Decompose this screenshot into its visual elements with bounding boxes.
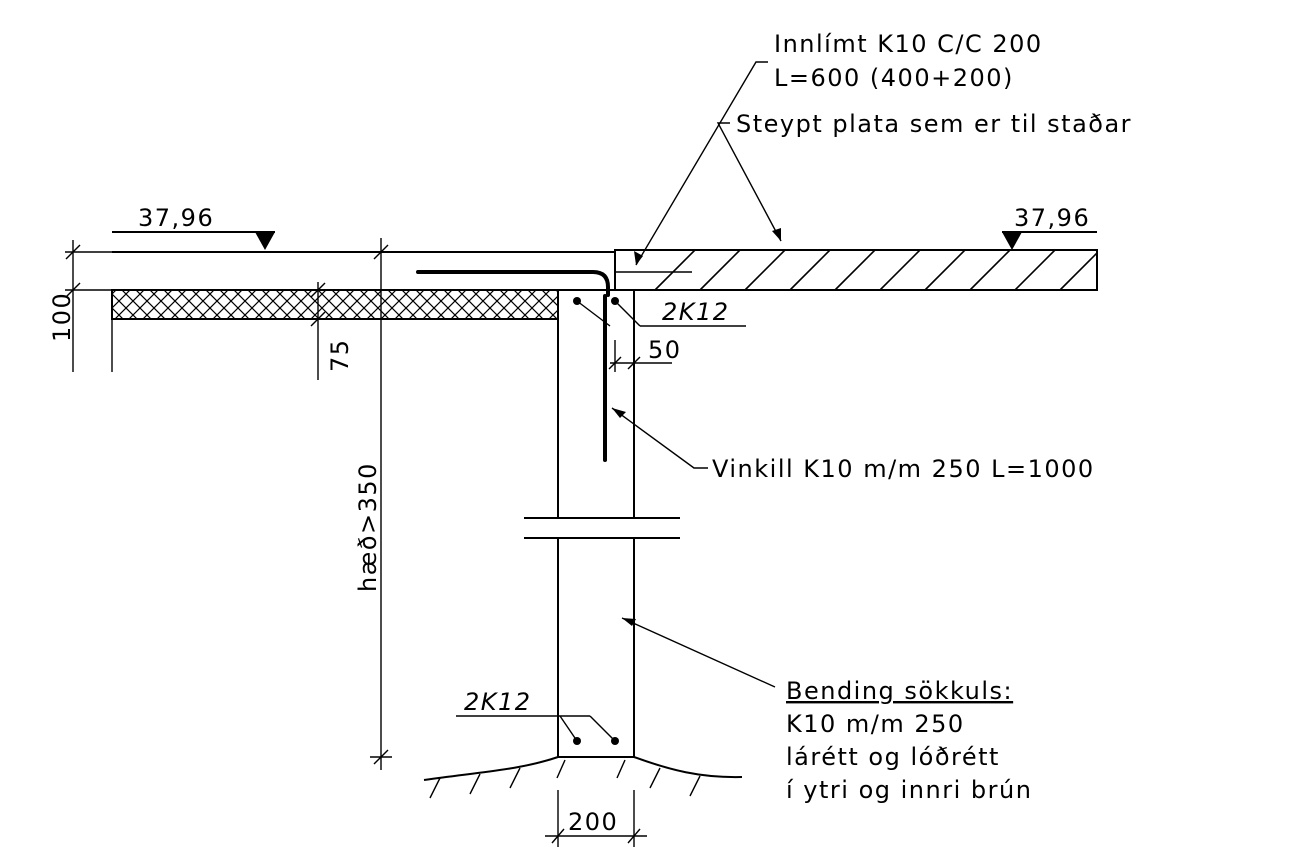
wall-width-dimension: 200	[545, 790, 647, 847]
top-bars-callout: 2K12	[576, 298, 746, 327]
insulation-label: 75	[326, 338, 354, 372]
reinforcement-line1: K10 m/m 250	[786, 710, 965, 738]
glued-rebar-note-line1: Innlímt K10 C/C 200	[774, 30, 1043, 58]
slab-hatch	[654, 249, 1098, 291]
bottom-bars-label: 2K12	[464, 688, 532, 716]
wall-width-label: 200	[568, 808, 618, 836]
ground-line	[423, 756, 743, 799]
angle-bar-note: Vinkill K10 m/m 250 L=1000	[712, 455, 1095, 483]
glued-in-rebar	[416, 270, 610, 297]
level-right-label: 37,96	[1014, 204, 1090, 232]
glued-rebar-callout: Innlímt K10 C/C 200 L=600 (400+200)	[616, 30, 1043, 273]
level-marker-right: 37,96	[1002, 204, 1097, 250]
existing-slab	[614, 249, 1098, 291]
slab-callout: Steypt plata sem er til staðar	[716, 110, 1132, 242]
height-dimension: hæð>350	[354, 238, 392, 770]
reinforcement-callout: Bending sökkuls: K10 m/m 250 lárétt og l…	[621, 617, 1032, 804]
reinforcement-line2: lárétt og lóðrétt	[786, 743, 1000, 771]
cover-label: 50	[648, 336, 682, 364]
reinforcement-title: Bending sökkuls:	[786, 677, 1013, 705]
break-line	[524, 517, 680, 539]
cover-dimension: 50	[608, 336, 682, 372]
glued-rebar-note-line2: L=600 (400+200)	[774, 64, 1014, 92]
height-label: hæð>350	[354, 462, 382, 592]
reinforcement-line3: í ytri og innri brún	[786, 776, 1032, 804]
level-marker-left: 37,96	[112, 204, 275, 250]
slab-thickness-dimension: 100	[48, 240, 112, 372]
foundation-wall	[557, 290, 635, 758]
bottom-bars-callout: 2K12	[456, 688, 616, 742]
insulation-dimension: 75	[310, 282, 354, 380]
insulation-layer	[111, 289, 559, 320]
angle-bar-callout: Vinkill K10 m/m 250 L=1000	[611, 407, 1095, 483]
top-bars-label: 2K12	[662, 298, 730, 326]
level-left-label: 37,96	[138, 204, 214, 232]
slab-thickness-label: 100	[48, 292, 76, 342]
slab-note: Steypt plata sem er til staðar	[736, 110, 1132, 138]
rebar-dots	[573, 297, 619, 745]
